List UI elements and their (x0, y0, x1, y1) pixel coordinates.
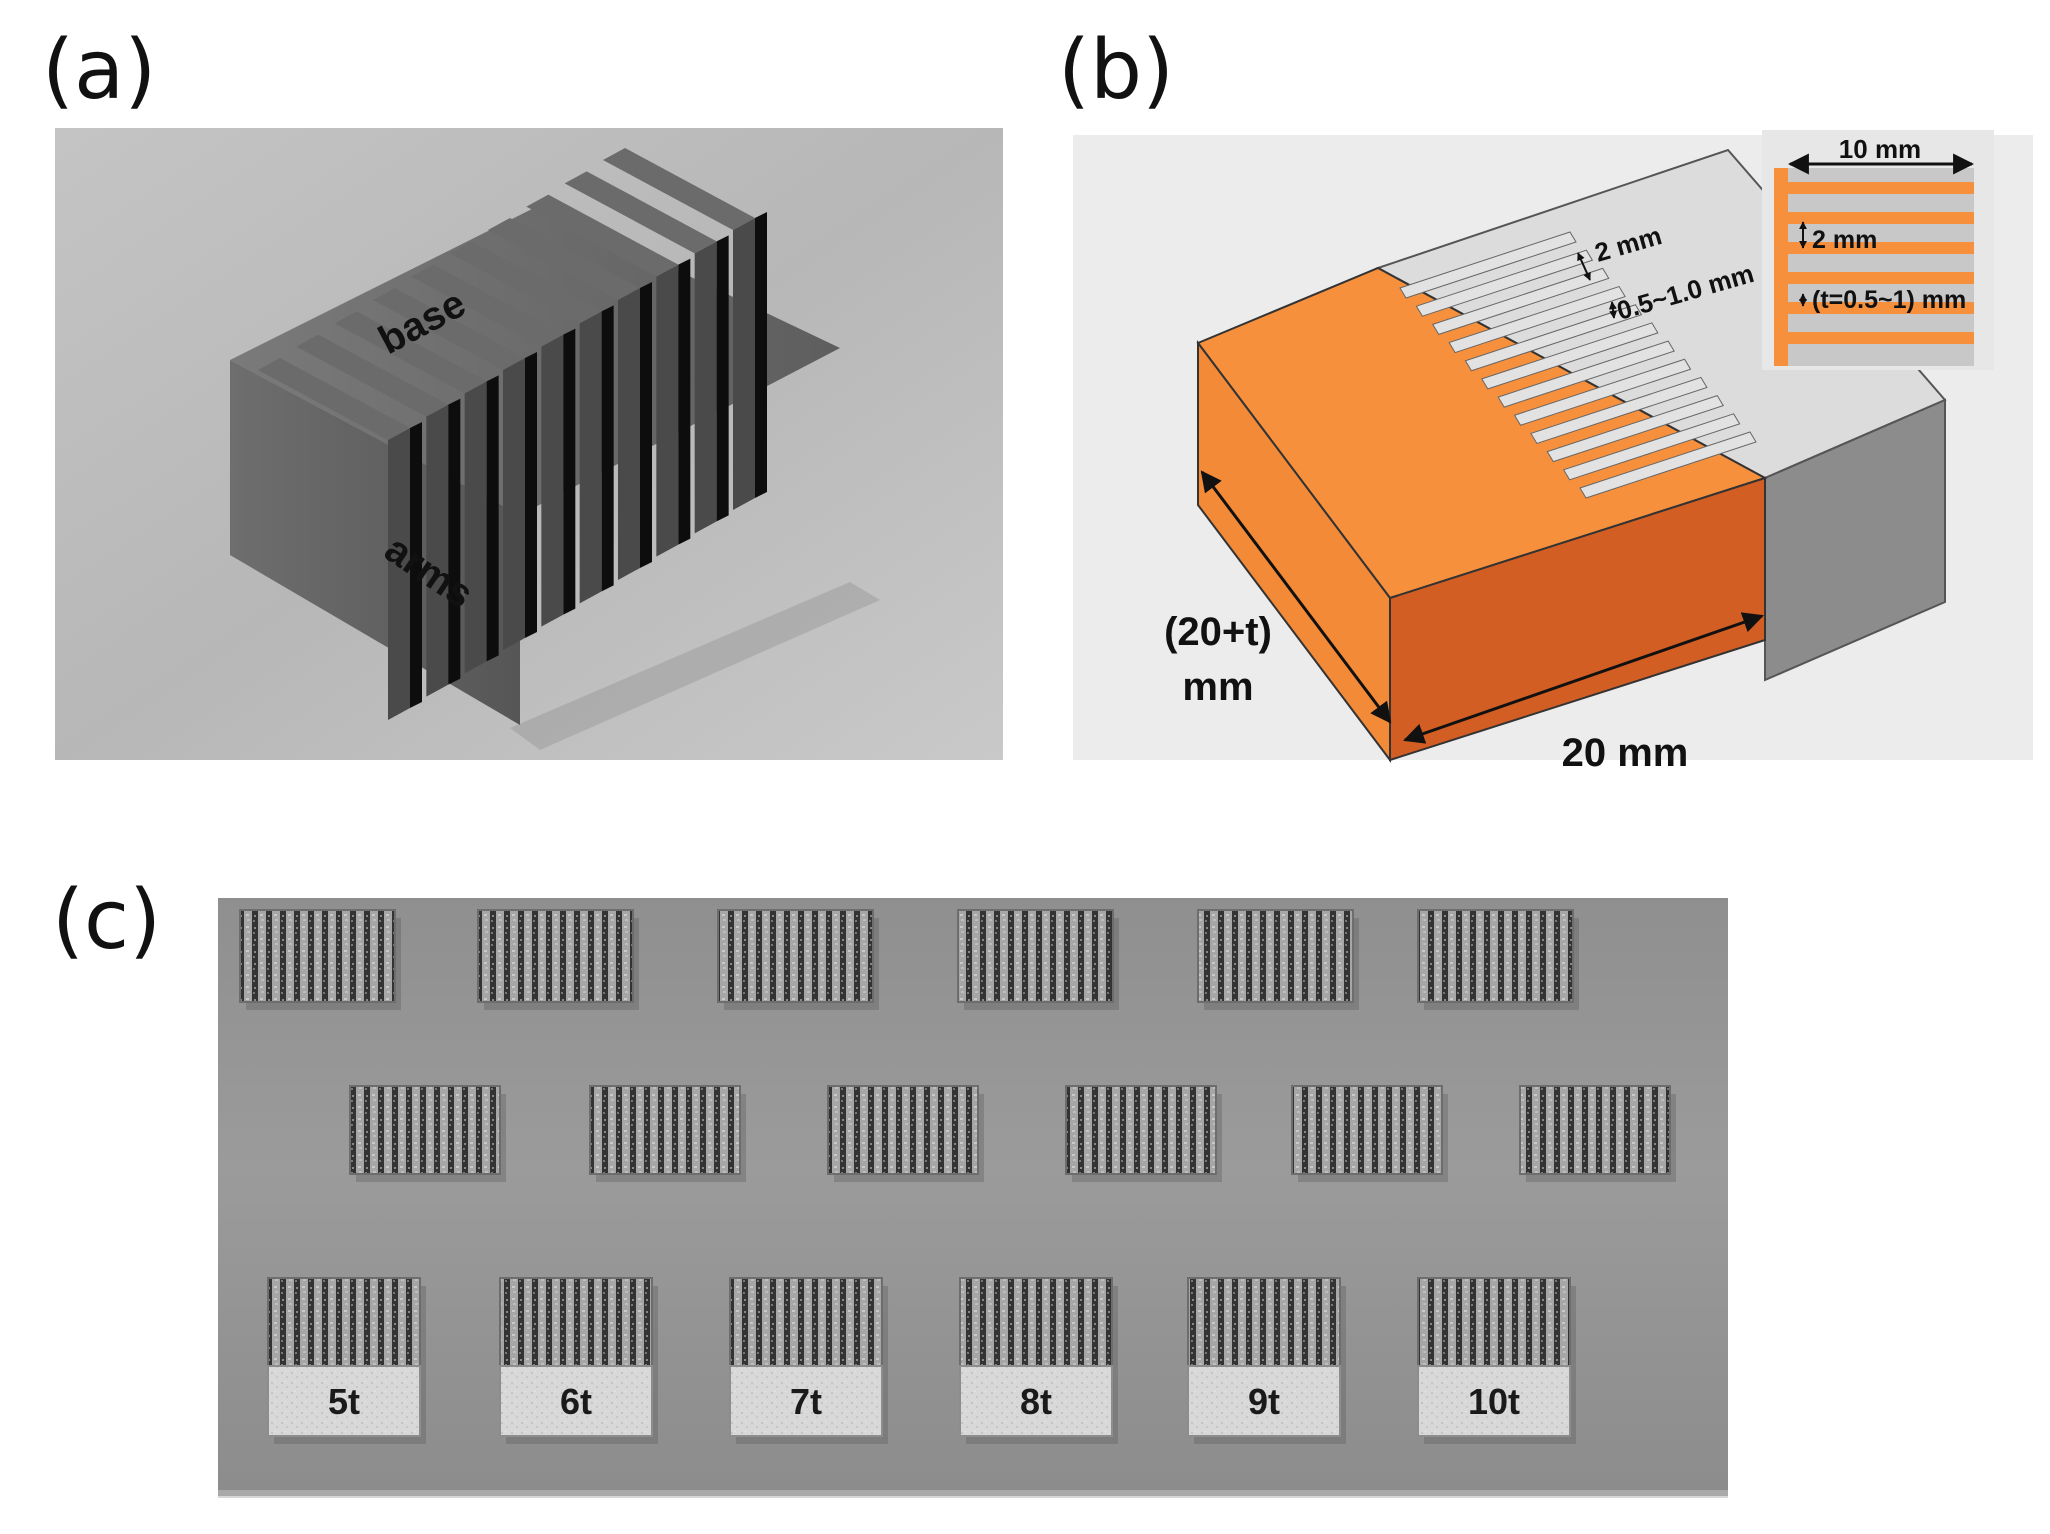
slot-cut (1431, 267, 1610, 335)
arm-top-face (603, 148, 755, 230)
slots-group (1399, 231, 1757, 499)
arm-slot-gap (410, 422, 422, 708)
width-label: 20 mm (1562, 731, 1689, 775)
slot-cut (1562, 413, 1741, 481)
samples-group: 5t 6t 7t 8t 9t 10t (239, 909, 1676, 1444)
sample-block (1417, 909, 1574, 1003)
slot-cut (1481, 322, 1659, 390)
slot-cut (1513, 358, 1692, 426)
inset-width-label: 10 mm (1839, 134, 1921, 164)
arm-top-face (334, 311, 487, 394)
sample-label: 7t (790, 1381, 822, 1422)
inset-spine (1774, 168, 1788, 366)
sample-base (729, 1365, 883, 1437)
arm-front-face (579, 311, 602, 604)
slot-cut (1546, 395, 1725, 463)
arm-front-face (694, 241, 717, 534)
arm-top-face (258, 358, 410, 440)
cross-section-inset: 10 mm 2 mm (t=0.5~1) mm (1762, 130, 1994, 370)
sample-label: 8t (1020, 1381, 1052, 1422)
panel-b-diagram: (20+t) mm 20 mm 2 mm 0.5~1.0 mm 10 mm 2 … (1073, 130, 2033, 775)
arm-front-face (541, 334, 564, 627)
sample-base (1187, 1365, 1341, 1437)
panel-a-render: base arms (55, 128, 1003, 760)
inset-gap-label: 2 mm (1812, 226, 1877, 254)
arm-slot-gap (486, 375, 499, 662)
slot-cut (1530, 376, 1708, 445)
sample-label: 9t (1248, 1381, 1280, 1422)
sample-block (1519, 1085, 1671, 1175)
arm-top-face (526, 194, 679, 277)
arm-slot-gap (716, 235, 729, 522)
sample-block (349, 1085, 501, 1175)
inset-arms-group (1788, 182, 1974, 344)
slot-cut (1579, 431, 1757, 499)
arm-top-face (296, 334, 449, 417)
arm-slot-gap (563, 328, 576, 615)
sample-block (827, 1085, 979, 1175)
arm-front-face (656, 264, 679, 557)
slot-cut (1448, 285, 1626, 354)
arm-front-face (503, 358, 525, 650)
inset-arm (1788, 212, 1974, 224)
sample-block (239, 909, 396, 1003)
sample-block (957, 909, 1114, 1003)
thickness-dimension-marker (1608, 301, 1618, 319)
inset-arm (1788, 302, 1974, 314)
arms-group (258, 148, 767, 720)
inset-arm (1788, 332, 1974, 344)
arm-slot-gap (448, 398, 461, 685)
depth-label: (20+t) (1164, 610, 1272, 654)
arm-front-face (733, 218, 755, 510)
slot-cut (1464, 304, 1643, 372)
slot-cut (1415, 249, 1594, 317)
sample-block (1065, 1085, 1217, 1175)
sample-block (717, 909, 874, 1003)
arm-top-face (411, 264, 564, 347)
arm-slot-gap (601, 305, 614, 592)
slot-cut (1497, 340, 1675, 408)
arm-slot-gap (678, 258, 691, 545)
inset-thickness-label: (t=0.5~1) mm (1812, 286, 1966, 314)
arm-top-face (564, 171, 717, 254)
panel-label-b: (b) (1058, 23, 1175, 118)
arm-slot-gap (640, 282, 652, 568)
width-dimension-line (1403, 612, 1764, 744)
inset-arm (1788, 182, 1974, 194)
sample-label: 10t (1468, 1381, 1520, 1422)
panel-a-shadow (510, 582, 880, 750)
inset-arm (1788, 272, 1974, 284)
arm-top-face (373, 288, 525, 370)
panel-label-c: (c) (52, 873, 162, 968)
depth-unit-label: mm (1182, 665, 1253, 709)
arm-front-face (618, 288, 640, 580)
gap-dimension-marker (1577, 252, 1591, 281)
panel-label-a: (a) (42, 23, 157, 118)
arm-front-face (426, 404, 449, 697)
sample-block (1291, 1085, 1443, 1175)
panel-c-edge (218, 1490, 1728, 1498)
sample-base (1417, 1365, 1571, 1437)
arm-slot-gap (755, 212, 767, 498)
arm-front-face (464, 381, 487, 674)
depth-dimension-line (1200, 470, 1392, 724)
arm-front-face (388, 428, 410, 720)
sample-block (589, 1085, 741, 1175)
sample-base (267, 1365, 421, 1437)
slot-cut (1399, 231, 1577, 299)
sample-label: 6t (560, 1381, 592, 1422)
sample-base (499, 1365, 653, 1437)
panel-c-photo: 5t 6t 7t 8t 9t 10t (218, 898, 1728, 1498)
sample-base (959, 1365, 1113, 1437)
arm-slot-gap (525, 352, 537, 638)
sample-block (1197, 909, 1354, 1003)
arm-top-face (488, 218, 640, 300)
sample-block (477, 909, 634, 1003)
inset-arm (1788, 242, 1974, 254)
sample-label: 5t (328, 1381, 360, 1422)
arm-top-face (449, 241, 602, 324)
